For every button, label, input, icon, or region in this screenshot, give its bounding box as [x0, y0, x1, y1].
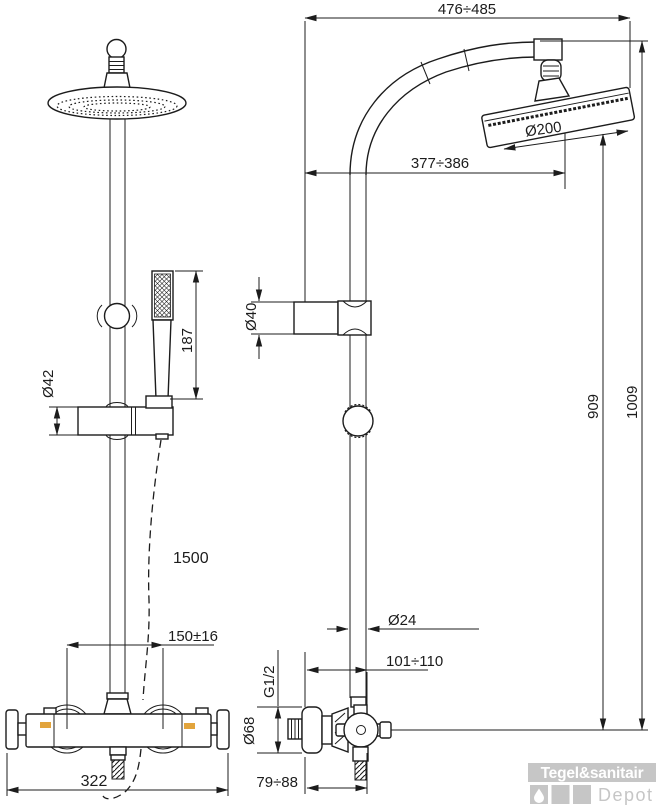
head-mount-cone [103, 72, 131, 89]
overhead-shower-front [47, 38, 187, 120]
dim-wall-to-pipe: 101÷110 [386, 653, 443, 670]
wall-flange [301, 706, 323, 754]
hand-shower-handle [152, 319, 172, 400]
dim-flange-diameter: Ø68 [241, 717, 258, 745]
dim-holder-diameter: Ø40 [243, 303, 260, 331]
dim-top-reach: 476÷485 [438, 1, 496, 18]
hand-shower [151, 270, 174, 400]
head-mount-cone-side [534, 77, 571, 102]
hand-shower-face [154, 273, 171, 318]
front-dimensions: 187 Ø42 1500 150±16 322 [6, 270, 229, 796]
temp-marker-right [184, 723, 195, 729]
hose-connector-front [111, 759, 125, 780]
riser-inlet [103, 698, 132, 715]
dim-hose-length: 1500 [173, 550, 209, 567]
dim-valve-width: 322 [81, 773, 108, 790]
thermostatic-valve-side [287, 696, 648, 781]
side-dimensions: 476÷485 1009 909 377÷386 Ø200 Ø40 Ø24 [241, 1, 648, 794]
right-handle [216, 709, 230, 750]
dim-slider-diameter: Ø42 [40, 370, 57, 398]
thermostatic-valve-front [5, 692, 230, 780]
riser-pipe-front [109, 112, 126, 700]
spray-face-dots [56, 95, 178, 117]
hand-shower-holder-side [293, 300, 372, 336]
slider-knob-front [96, 302, 138, 330]
dim-head-offset: 377÷386 [411, 155, 469, 172]
logo-brand-text: Tegel&sanitair [541, 765, 644, 782]
slider-bracket [77, 395, 174, 440]
dim-hand-shower-length: 187 [179, 328, 196, 353]
dim-total-height: 1009 [624, 386, 641, 419]
dim-height-to-head: 909 [585, 394, 602, 419]
front-view: 187 Ø42 1500 150±16 322 [5, 38, 230, 800]
hand-shower-cradle [145, 395, 173, 409]
logo: Tegel&sanitair Depot [528, 763, 656, 805]
side-view: 476÷485 1009 909 377÷386 Ø200 Ø40 Ø24 [241, 1, 648, 794]
hose-nipple-front [155, 433, 169, 440]
dim-valve-centers: 150±16 [168, 628, 218, 645]
ball-joint [106, 38, 127, 60]
arm-elbow [533, 38, 563, 61]
dim-inlet-thread: G1/2 [261, 665, 278, 698]
dim-pipe-diameter: Ø24 [388, 612, 416, 629]
outlet-front [109, 746, 127, 756]
logo-bar [528, 763, 656, 782]
hose-connector-side [354, 760, 367, 781]
curved-arm [349, 38, 571, 176]
cross-handle-hub [343, 712, 379, 748]
left-handle [5, 709, 19, 750]
logo-sub-text: Depot [598, 785, 654, 805]
dim-wall-depth: 79÷88 [256, 774, 298, 791]
pipe-knob-side [342, 403, 374, 439]
outlet-side [352, 746, 369, 762]
logo-square-2 [551, 785, 570, 804]
droplet-icon [534, 788, 544, 803]
dim-head-diameter: Ø200 [524, 119, 563, 141]
logo-square-3 [573, 785, 591, 804]
temp-marker-left [40, 722, 51, 728]
